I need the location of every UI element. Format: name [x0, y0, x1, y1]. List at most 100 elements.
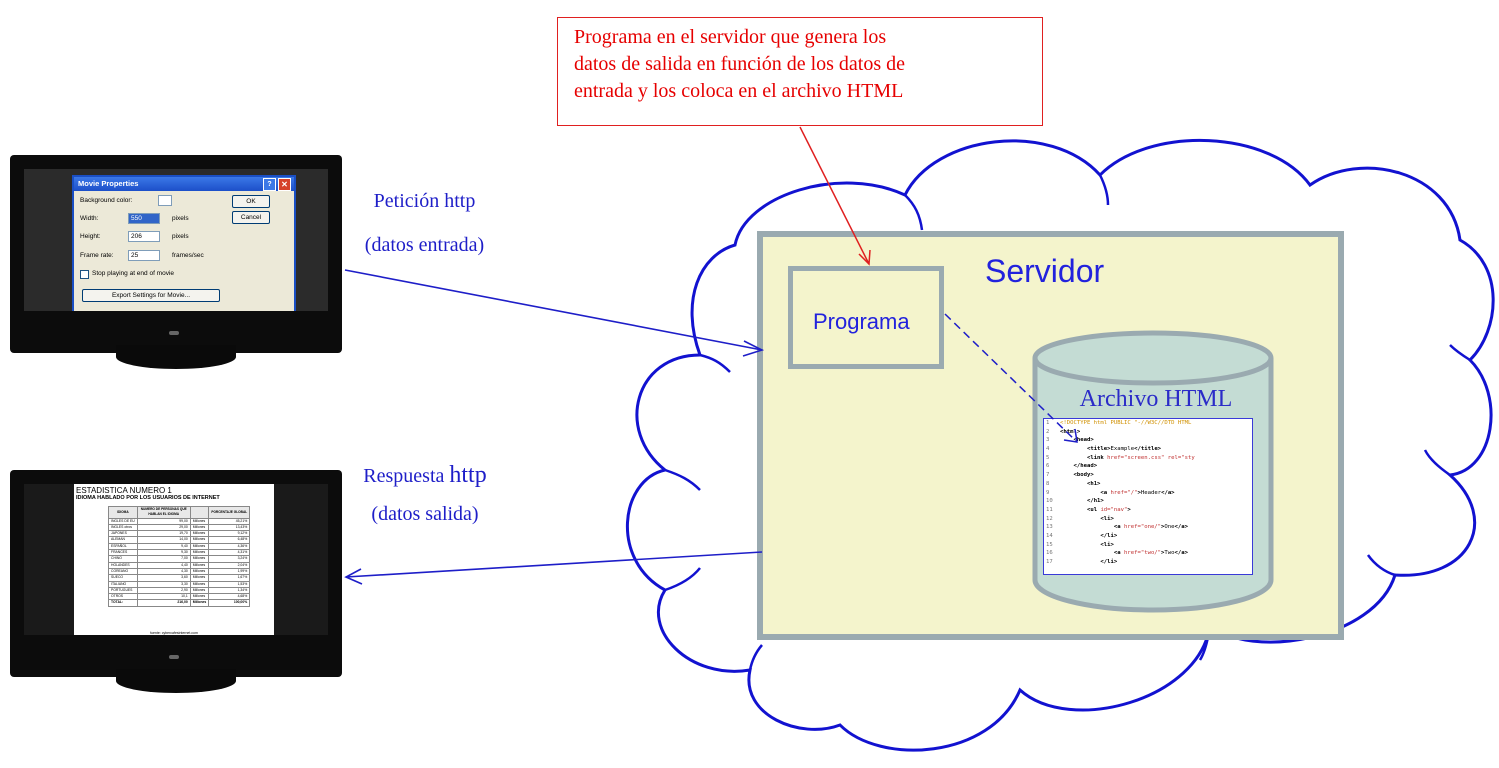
response-http: http: [449, 462, 487, 488]
line-number: 7: [1046, 472, 1050, 479]
code-token: <h1>: [1086, 480, 1101, 487]
code-token: href="screen.css" rel="sty: [1107, 454, 1195, 461]
html-file-label: Archivo HTML: [1079, 386, 1233, 412]
width-field[interactable]: 550: [128, 213, 160, 224]
stats-header-cell: [189, 506, 210, 519]
program-label: Programa: [813, 309, 910, 334]
movie-properties-dialog: Movie Properties ? ✕ Background color: O…: [72, 175, 296, 311]
line-number: 3: [1046, 437, 1050, 444]
callout-line-3: entrada y los coloca en el archivo HTML: [574, 80, 904, 102]
export-settings-button[interactable]: Export Settings for Movie...: [82, 289, 220, 302]
code-line: 6 </head>: [1044, 462, 1252, 471]
code-token: <a: [1100, 489, 1111, 496]
code-token: <li>: [1100, 541, 1114, 548]
line-number: 8: [1046, 480, 1050, 487]
code-token: Two: [1164, 550, 1175, 557]
stats-footer: fuente: cybercafesinternet.com: [150, 631, 198, 635]
monitor-base: [116, 345, 236, 369]
stats-header-cell: IDIOMA: [108, 506, 138, 519]
line-number: 17: [1046, 559, 1053, 565]
width-unit: pixels: [172, 215, 189, 222]
client-monitor-request: Movie Properties ? ✕ Background color: O…: [10, 155, 342, 369]
help-icon[interactable]: ?: [263, 178, 276, 191]
code-token: <a: [1113, 524, 1124, 531]
code-token: >: [1127, 506, 1131, 513]
height-label: Height:: [80, 233, 101, 240]
height-unit: pixels: [172, 233, 189, 240]
line-number: 11: [1046, 506, 1053, 513]
close-icon[interactable]: ✕: [278, 178, 291, 191]
width-label: Width:: [80, 215, 99, 222]
response-word: Respuesta: [363, 465, 450, 487]
code-token: </a>: [1174, 550, 1189, 557]
dialog-title-bar: Movie Properties ? ✕: [74, 177, 294, 191]
line-number: 12: [1046, 515, 1053, 522]
frame-rate-unit: frames/sec: [172, 252, 204, 259]
code-panel: 1<!DOCTYPE html PUBLIC "-//W3C//DTD HTML…: [1043, 418, 1253, 575]
monitor-base: [116, 669, 236, 693]
request-label-line2: (datos entrada): [364, 234, 485, 256]
stats-header-cell: PORCENTAJE GLOBAL: [208, 506, 251, 519]
code-token: </li>: [1100, 532, 1118, 539]
code-token: Example: [1110, 446, 1135, 453]
frame-rate-label: Frame rate:: [80, 252, 114, 259]
stats-title: ESTADISTICA NUMERO 1: [76, 486, 172, 495]
height-field[interactable]: 206: [128, 231, 160, 242]
line-number: 13: [1046, 524, 1053, 531]
program-box: Programa: [788, 266, 944, 369]
line-number: 16: [1046, 550, 1053, 557]
request-label: Petición http (datos entrada): [342, 186, 507, 260]
code-token: href="/": [1110, 489, 1138, 496]
code-line: 3 <head>: [1044, 436, 1252, 445]
cylinder-top: [1032, 330, 1274, 386]
program-to-file-arrow: [944, 313, 1078, 443]
monitor-logo: [169, 655, 180, 659]
line-number: 2: [1046, 428, 1050, 435]
response-label: Respuesta http (datos salida): [335, 460, 515, 529]
request-label-line1: Petición http: [373, 190, 476, 212]
code-token: <body>: [1073, 472, 1094, 479]
code-token: href="one/": [1124, 524, 1162, 531]
code-line: 14 </li>: [1044, 532, 1252, 541]
cancel-button[interactable]: Cancel: [232, 211, 270, 224]
line-number: 6: [1046, 463, 1050, 470]
code-line: 9 <a href="/">Header</a>: [1044, 489, 1252, 498]
code-token: </head>: [1073, 463, 1098, 470]
code-token: <head>: [1073, 437, 1094, 444]
code-token: </a>: [1174, 524, 1189, 531]
stats-cell: 216,00: [136, 599, 191, 607]
code-token: One: [1164, 524, 1175, 531]
code-line: 2<html>: [1044, 428, 1252, 437]
stop-playing-checkbox[interactable]: [80, 270, 89, 279]
code-token: <a: [1113, 550, 1124, 557]
code-token: <link: [1086, 454, 1108, 461]
line-number: 14: [1046, 532, 1053, 539]
code-line: 1<!DOCTYPE html PUBLIC "-//W3C//DTD HTML: [1044, 419, 1252, 428]
code-token: </a>: [1161, 489, 1175, 496]
code-token: <ul: [1086, 506, 1101, 513]
code-token: </li>: [1100, 559, 1118, 565]
ok-button[interactable]: OK: [232, 195, 270, 208]
callout-arrow: [799, 126, 871, 266]
response-label-line2: (datos salida): [371, 503, 479, 525]
background-color-picker[interactable]: [158, 195, 172, 206]
program-callout: Programa en el servidor que genera los d…: [557, 17, 1043, 126]
code-line: 16 <a href="two/">Two</a>: [1044, 549, 1252, 558]
code-token: href="two/": [1124, 550, 1162, 557]
code-line: 8 <h1>: [1044, 480, 1252, 489]
line-number: 10: [1046, 498, 1053, 505]
line-number: 15: [1046, 541, 1053, 548]
stats-subtitle: IDIOMA HABLADO POR LOS USUARIOS DE INTER…: [76, 495, 220, 501]
code-line: 12 <li>: [1044, 515, 1252, 524]
stats-cell: TOTAL:: [108, 599, 138, 607]
code-line: 15 <li>: [1044, 541, 1252, 550]
line-number: 4: [1046, 446, 1050, 453]
line-number: 1: [1046, 420, 1050, 426]
client-monitor-response: ESTADISTICA NUMERO 1 IDIOMA HABLADO POR …: [10, 470, 342, 693]
frame-rate-field[interactable]: 25: [128, 250, 160, 261]
code-token: <li>: [1100, 515, 1114, 522]
stats-cell: 100,00%: [208, 599, 251, 607]
